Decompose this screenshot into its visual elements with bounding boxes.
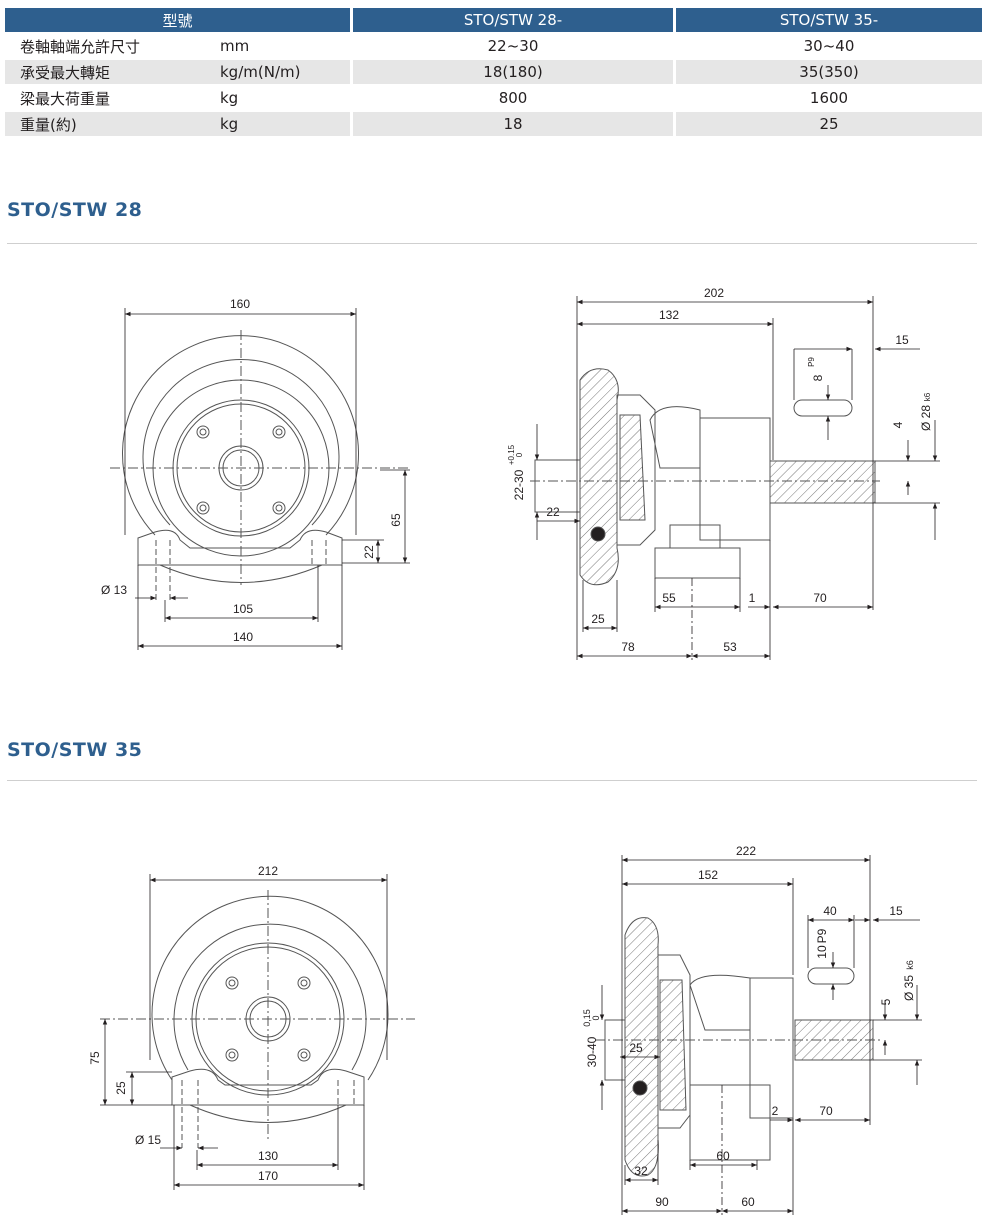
front-view-35: [100, 890, 415, 1148]
side-dimensions-28: [534, 296, 940, 660]
side-view-35: [595, 917, 880, 1177]
dim-width: 212: [258, 864, 278, 878]
dim-key-tol: P9: [807, 357, 816, 367]
row-name: 梁最大荷重量: [20, 89, 111, 108]
dim-overall: 222: [736, 844, 756, 858]
table-row: 梁最大荷重量 kg 800 1600: [5, 86, 982, 110]
dim-25: 25: [629, 1041, 643, 1055]
row-value-28: 18: [350, 112, 674, 136]
dim-32: 32: [634, 1164, 648, 1178]
drawing-sto28: 160 65 22 Ø 13 105 140: [101, 286, 940, 660]
dim-bore-tol-up: 0,15: [582, 1009, 592, 1027]
dim-70: 70: [813, 591, 827, 605]
dim-55: 55: [662, 591, 676, 605]
dim-overall: 202: [704, 286, 724, 300]
row-name: 卷軸軸端允許尺寸: [20, 37, 141, 56]
row-name: 重量(約): [5, 112, 215, 136]
dim-25: 25: [591, 612, 605, 626]
dim-height: 65: [389, 513, 403, 527]
row-value-28: 800: [350, 86, 673, 110]
dim-90: 90: [655, 1195, 669, 1209]
row-value-28: 18(180): [350, 60, 674, 84]
dim-60-bottom: 60: [741, 1195, 755, 1209]
dim-53: 53: [723, 640, 737, 654]
row-unit: kg/m(N/m): [215, 60, 351, 84]
dim-shaft-dia: Ø 35: [902, 975, 916, 1001]
dim-bore-tol-low: 0: [515, 452, 524, 457]
row-value-35: 25: [673, 112, 983, 136]
dim-bore: 30-40: [585, 1036, 599, 1067]
dim-78: 78: [621, 640, 635, 654]
section-divider: [7, 780, 977, 781]
dim-base: 140: [233, 630, 253, 644]
dim-span: 105: [233, 602, 253, 616]
dim-key-depth: 4: [891, 421, 905, 428]
dim-span: 130: [258, 1149, 278, 1163]
side-dimensions-35: [599, 855, 922, 1215]
dim-22: 22: [546, 505, 560, 519]
dim-bore-tol-low: 0: [591, 1015, 601, 1020]
dim-70: 70: [819, 1104, 833, 1118]
dim-shaft-end: 15: [895, 333, 909, 347]
table-row: 卷軸軸端允許尺寸 mm 22~30 30~40: [5, 34, 982, 58]
spec-table: 型號 STO/STW 28- STO/STW 35- 卷軸軸端允許尺寸 mm 2…: [5, 6, 983, 138]
dim-offset: 25: [114, 1081, 128, 1095]
row-unit: kg: [220, 89, 239, 107]
row-unit: mm: [220, 37, 250, 55]
row-value-35: 30~40: [673, 34, 982, 58]
dim-2: 2: [772, 1104, 779, 1118]
section-title-sto28: STO/STW 28: [7, 199, 143, 221]
section-divider: [7, 243, 977, 244]
dim-shaft-dia: Ø 28: [919, 405, 933, 431]
dim-height: 75: [88, 1051, 102, 1065]
front-dimensions-28: [124, 308, 410, 650]
dim-shaft-end: 15: [889, 904, 903, 918]
dim-width: 160: [230, 297, 250, 311]
row-value-35: 1600: [673, 86, 982, 110]
table-row: 重量(約) kg 18 25: [5, 112, 983, 136]
header-model: 型號: [5, 8, 351, 32]
dim-60-top: 60: [716, 1149, 730, 1163]
dim-body: 132: [659, 308, 679, 322]
dim-body: 152: [698, 868, 718, 882]
side-view-28: [530, 368, 880, 586]
dim-bore-tol-up: +0.15: [507, 444, 516, 465]
header-sto28: STO/STW 28-: [350, 8, 674, 32]
section-title-sto35: STO/STW 35: [7, 739, 143, 761]
front-dimensions-35: [100, 874, 388, 1190]
dim-key-width: 8: [811, 374, 825, 381]
dim-bore: 22-30: [512, 469, 526, 500]
dim-hole: Ø 15: [135, 1133, 161, 1147]
dim-key-tol: P9: [815, 928, 829, 943]
table-row: 承受最大轉矩 kg/m(N/m) 18(180) 35(350): [5, 60, 983, 84]
dim-1: 1: [749, 591, 756, 605]
dim-40: 40: [823, 904, 837, 918]
spec-table-header: 型號 STO/STW 28- STO/STW 35-: [5, 8, 983, 32]
row-name: 承受最大轉矩: [5, 60, 215, 84]
front-view-28: [110, 330, 410, 600]
dim-base: 170: [258, 1169, 278, 1183]
dim-offset: 22: [362, 545, 376, 559]
dim-key-width: 10: [815, 945, 829, 959]
dim-hole: Ø 13: [101, 583, 127, 597]
dim-shaft-tol: k6: [905, 960, 915, 970]
dim-shaft-tol: k6: [923, 392, 932, 401]
dim-key-depth: 5: [879, 998, 893, 1005]
header-sto35: STO/STW 35-: [673, 8, 983, 32]
row-value-28: 22~30: [350, 34, 673, 58]
row-value-35: 35(350): [673, 60, 983, 84]
row-unit: kg: [215, 112, 351, 136]
